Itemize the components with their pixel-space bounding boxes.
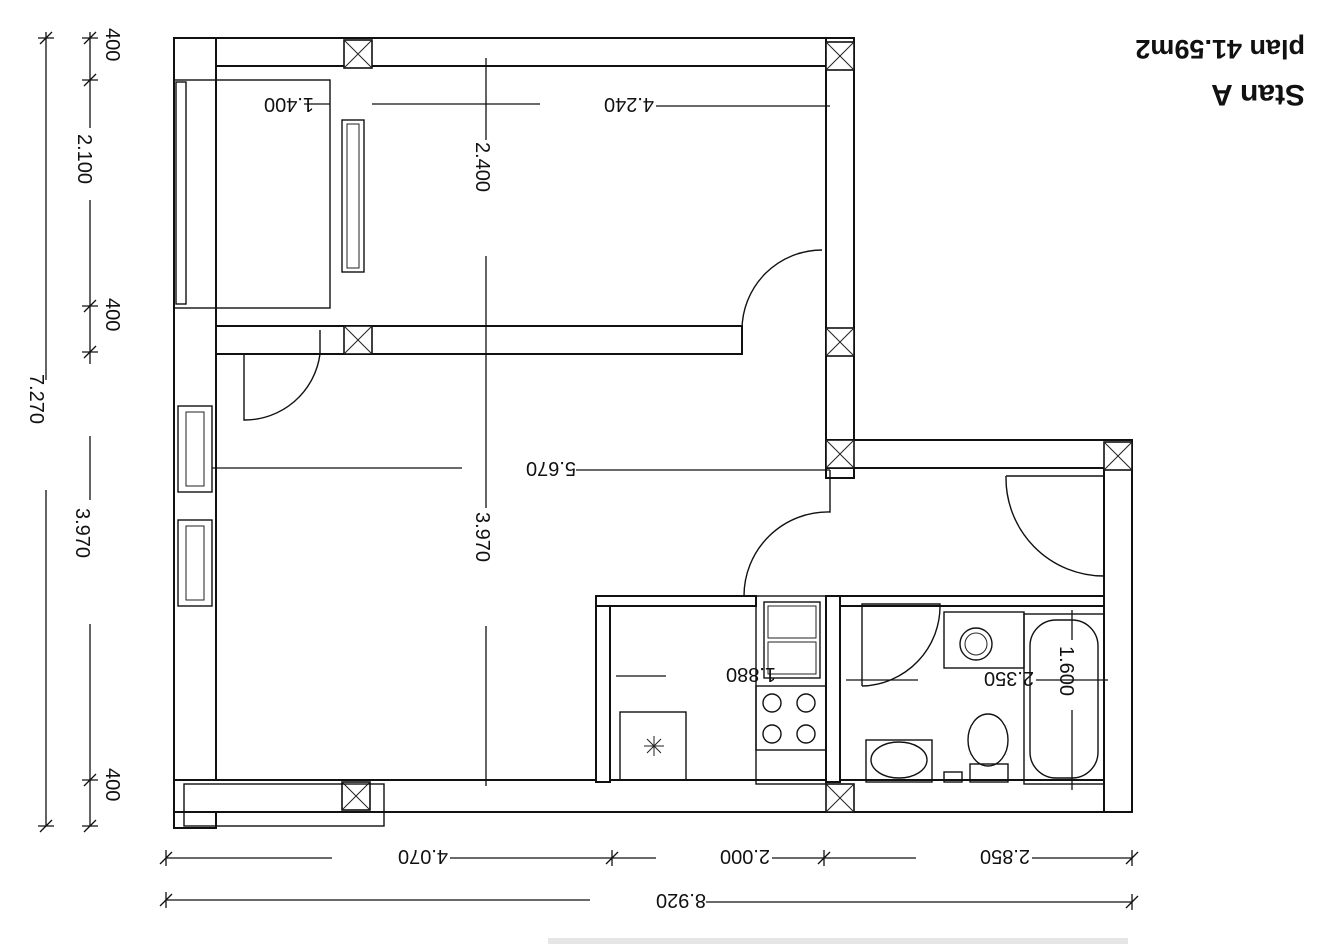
column [825,327,855,357]
column [1103,441,1133,471]
plan-title: Stan A plan 41.59m2 [1135,34,1305,111]
dim-bath-depth: 2.350 [984,667,1034,689]
dim-living-depth: 3.970 [471,512,493,562]
column [343,325,373,355]
dim-bath-width: 2.850 [980,845,1030,867]
scan-artifact [548,938,1128,944]
walls [173,37,1133,829]
doors [243,249,1105,687]
structural-columns [341,39,1133,813]
dim-balcony-width: 1.400 [264,93,314,115]
dim-total-width: 8.920 [656,889,706,911]
dim-living-length: 5.670 [526,457,576,479]
dim-left-seg-1: 400 [101,28,123,61]
apartment-area: plan 41.59m2 [1135,34,1305,64]
column [343,39,373,69]
dim-left-seg-3: 400 [101,298,123,331]
bathroom-fixtures [865,611,1105,785]
column [825,439,855,469]
dim-bedroom-width: 4.240 [604,93,654,115]
dim-kitchen-width: 2.000 [720,845,770,867]
column [825,41,855,71]
dimension-lines [38,31,1139,910]
dim-left-seg-4: 3.970 [71,508,93,558]
apartment-name: Stan A [1211,78,1305,111]
dim-left-seg-5: 400 [101,768,123,801]
dim-bedroom-depth: 2.400 [471,142,493,192]
windows [175,81,385,827]
dim-living-width: 4.070 [398,845,448,867]
dim-total-height: 7.270 [25,374,47,424]
dim-kitchen-depth: 1.880 [726,663,776,685]
dimension-labels: 8.920 4.070 2.000 2.850 4.240 1.400 5.67… [25,28,1077,911]
column [341,781,371,811]
kitchen-fixtures [619,595,827,785]
dim-bathtub-length: 1.600 [1055,646,1077,696]
column [825,783,855,813]
dim-left-seg-2: 2.100 [73,134,95,184]
